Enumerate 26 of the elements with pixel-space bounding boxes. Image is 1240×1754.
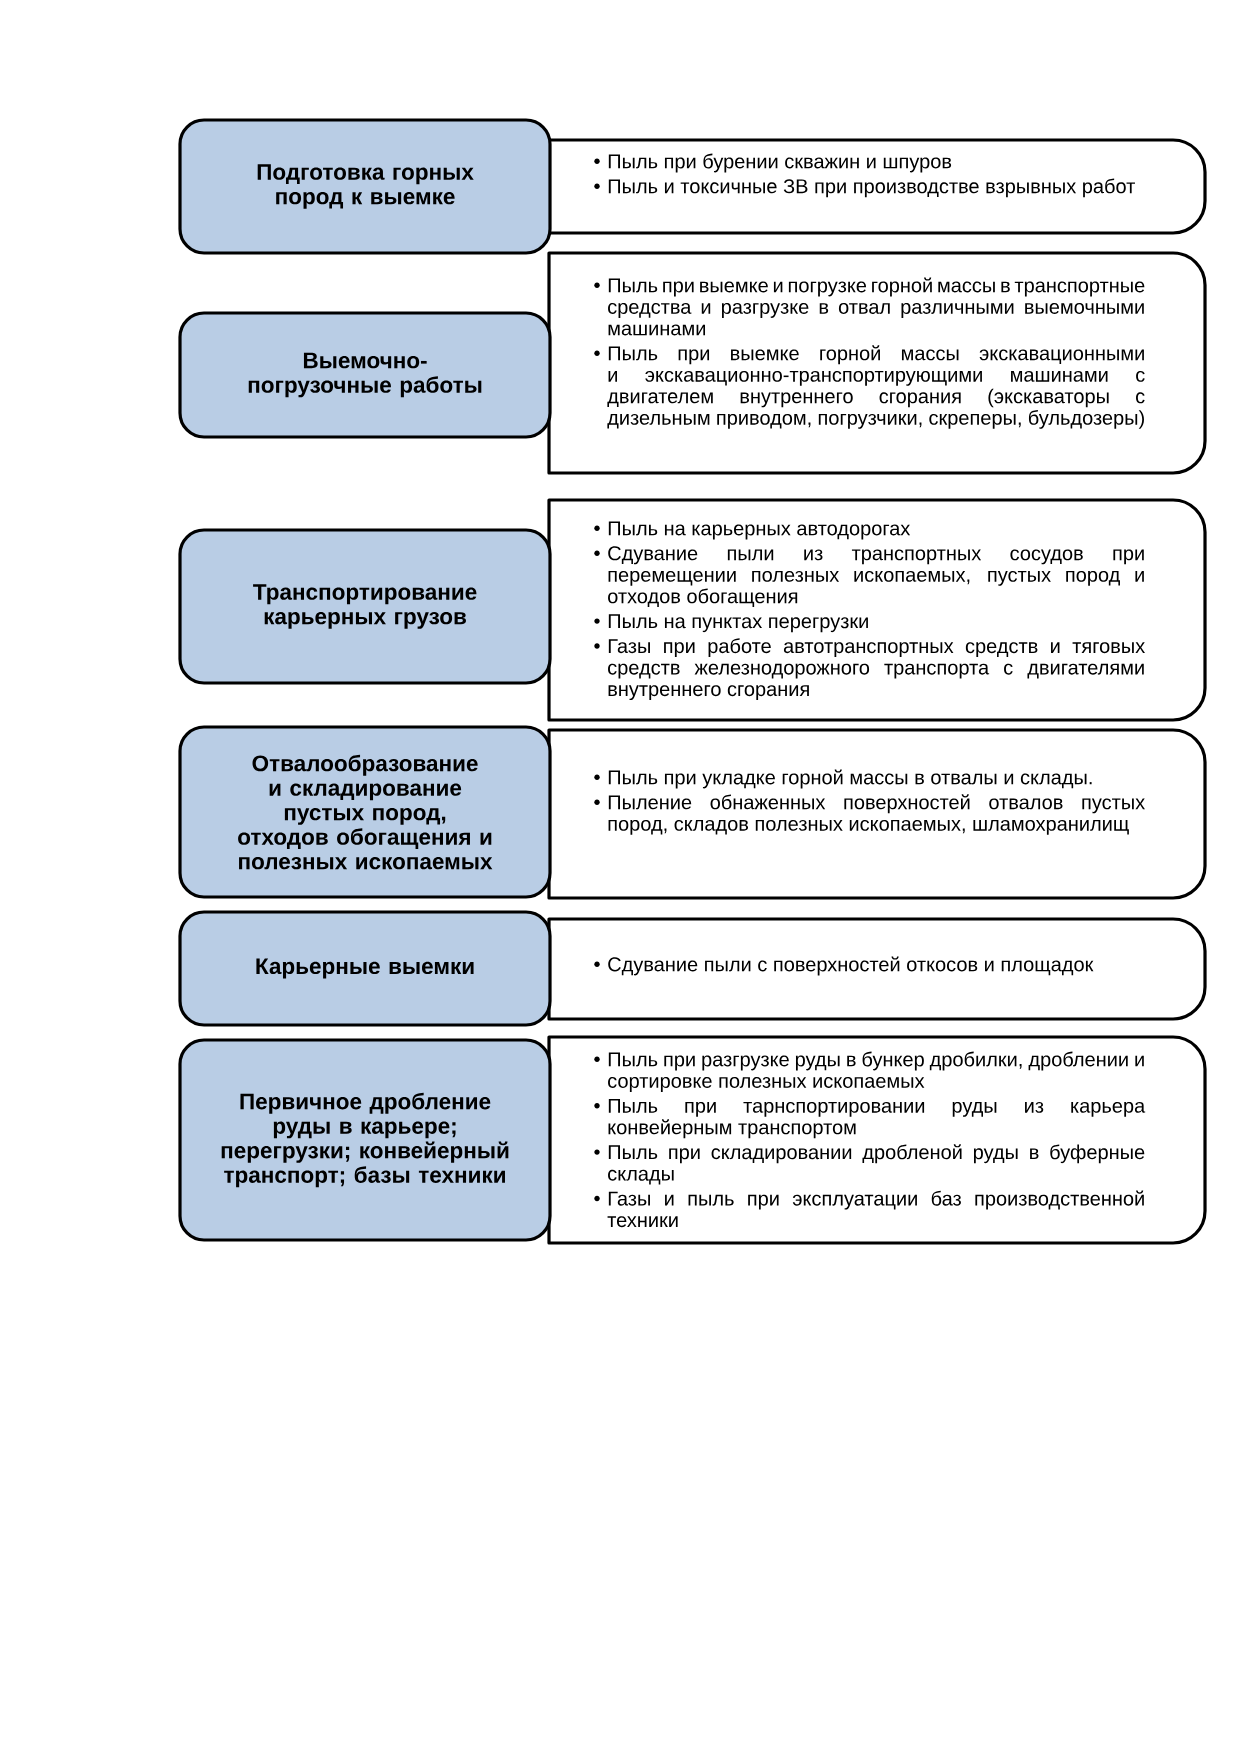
list-item: Пыль при складировании дробленой руды в буферные склады: [608, 1144, 1145, 1185]
heading-box: Выемочно-погрузочные работы: [178, 311, 552, 439]
list-item: Пыль при тарнспортировании руды из карьера конвейерным транспортом: [608, 1098, 1146, 1139]
list-item: Сдувание пыли с поверхностей откосов и площадок: [608, 956, 1094, 976]
list-item: Пыль при бурении скважин и шпуров: [608, 153, 952, 173]
list-item: Газы и пыль при эксплуатации баз производственной техники: [607, 1190, 1144, 1228]
text-box: [547, 498, 1207, 722]
text-box: [547, 728, 1207, 900]
heading-box: Транспортирование карьерных грузов: [178, 528, 552, 685]
list-item: Пыль при выемке и погрузке горной массы в транспортные средства и разгрузке в отвал различными выемочными машинами: [608, 277, 1145, 336]
list-item: Пыль при выемке горной массы экскавационными и экскавационно-транспортирующими машинами с двигателем внутреннего сгорания (экскаваторы с дизельным приводом, погрузчики, скреперы, бульдозеры): [607, 345, 1145, 429]
list-item: Пыль на пунктах перегрузки: [608, 614, 868, 633]
heading-box: Отвалообразование и складирование пустых пород, отходов обогащения и полезных ископаемых: [178, 725, 552, 899]
text-box: [547, 1035, 1207, 1245]
text-box: [547, 251, 1207, 475]
list-item: Пыль при укладке горной массы в отвалы и склады.: [608, 769, 1092, 789]
heading-box: Карьерные выемки: [178, 910, 552, 1027]
list-item: Пыление обнаженных поверхностей отвалов пустых пород, складов полезных ископаемых, шламохранилищ: [608, 794, 1145, 835]
list-item: Газы при работе автотранспортных средств и тяговых средств железнодорожного транспорта с двигателями внутреннего сгорания: [608, 638, 1145, 701]
list-item: Пыль на карьерных автодорогах: [608, 521, 911, 540]
list-item: Пыль и токсичные ЗВ при производстве взрывных работ: [608, 178, 1135, 198]
heading-box: Подготовка горных пород к выемке: [178, 118, 552, 255]
list-item: Пыль при разгрузке руды в бункер дробилки, дроблении и сортировке полезных ископаемых: [608, 1051, 1144, 1092]
list-item: Сдувание пыли из транспортных сосудов при перемещении полезных ископаемых, пустых пород и отходов обогащения: [608, 546, 1144, 608]
text-box: [547, 917, 1207, 1021]
heading-box: Первичное дробление руды в карьере; перегрузки; конвейерный транспорт; базы техники: [178, 1038, 552, 1242]
